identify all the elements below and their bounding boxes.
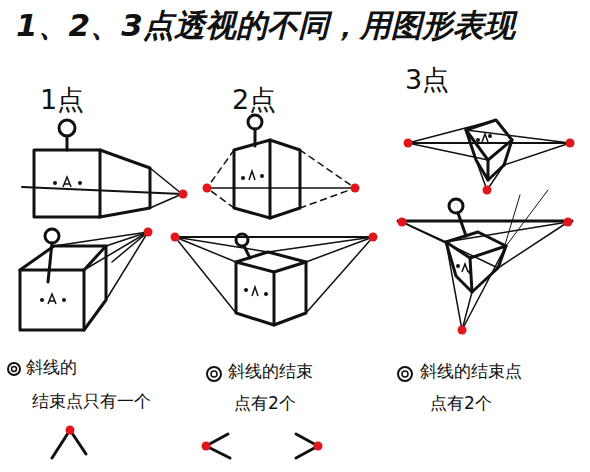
note-text: 斜线的结束	[228, 362, 313, 382]
title: 1、2、3点透视的不同，用图形表现	[16, 8, 515, 44]
perspective-label: 2点	[232, 84, 276, 115]
perspective-label: 3点	[405, 64, 449, 95]
note-text: 斜线的结束点	[420, 362, 522, 382]
note-text: 结束点只有一个	[32, 392, 151, 412]
note-text: 斜线的	[26, 358, 77, 378]
note-text: 点有2个	[234, 394, 296, 414]
note-text: 点有2个	[430, 394, 492, 414]
perspective-label: 1点	[40, 84, 84, 115]
